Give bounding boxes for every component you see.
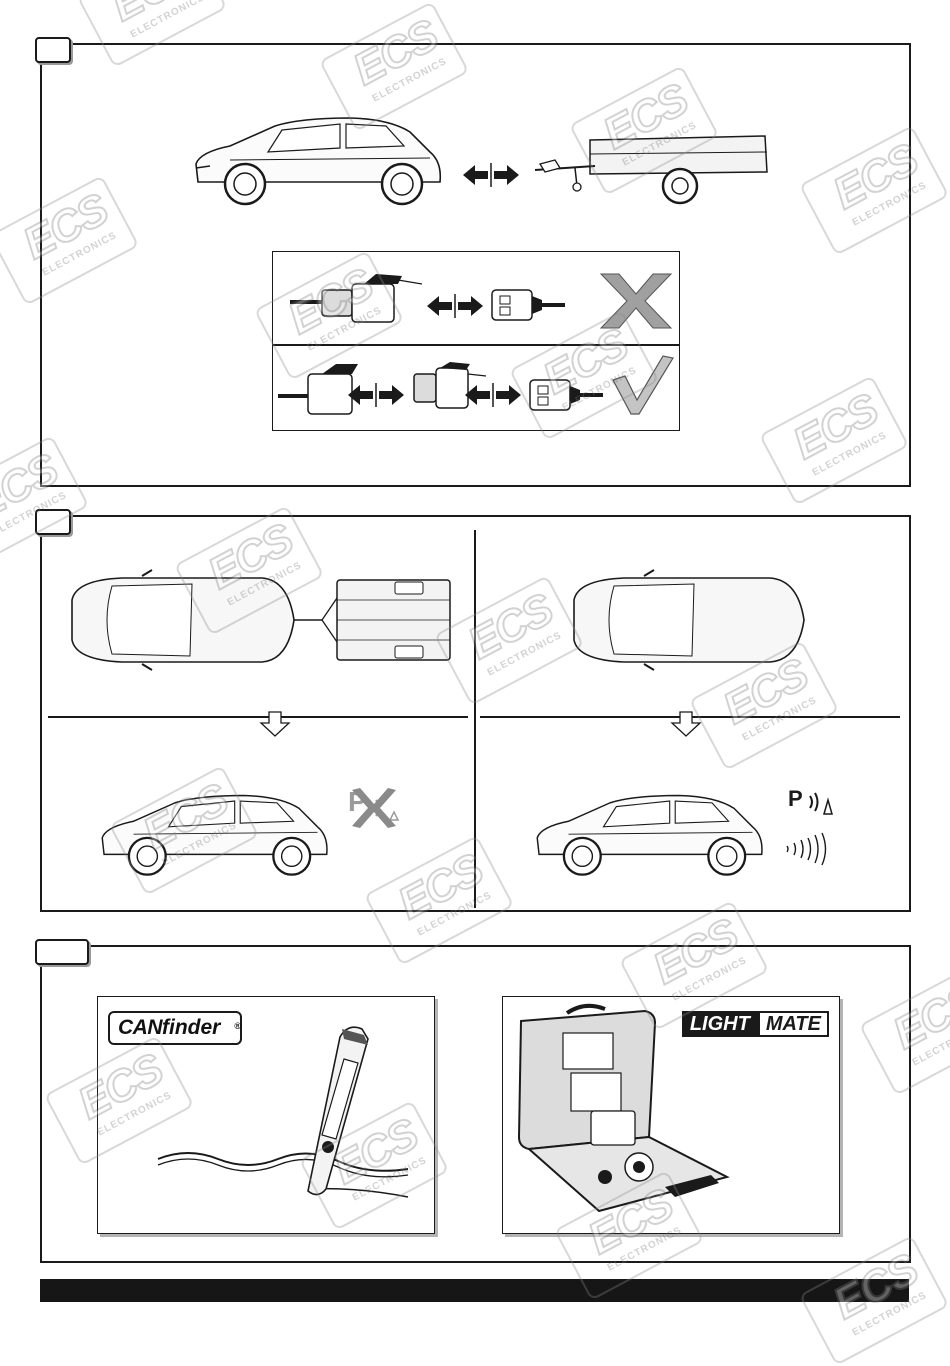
double-arrow-icon xyxy=(348,383,404,407)
socket-13pin-icon xyxy=(278,364,358,415)
double-arrow-icon xyxy=(463,163,519,187)
lightmate-case-illustration xyxy=(517,1003,730,1213)
watermark-brand: ECS xyxy=(102,0,204,32)
double-arrow-icon xyxy=(465,383,521,407)
step-2-tab xyxy=(35,509,71,535)
car-side-illustration xyxy=(101,794,328,876)
lightmate-product-box: LIGHT MATE xyxy=(502,996,840,1234)
down-arrow-icon xyxy=(670,711,702,737)
car-top-view-with-trailer xyxy=(71,569,451,671)
trailer-side-illustration xyxy=(534,135,768,205)
watermark-sub: ELECTRONICS xyxy=(910,1019,950,1069)
parking-sensor-active-icon: P xyxy=(788,786,838,818)
correct-check-icon xyxy=(612,355,674,415)
lightmate-logo-part2: MATE xyxy=(757,1011,829,1037)
watermark-sub: ELECTRONICS xyxy=(128,0,207,41)
canfinder-product-box: CANfinder ® xyxy=(97,996,435,1234)
car-side-illustration xyxy=(195,117,442,206)
double-arrow-icon xyxy=(427,294,483,318)
canfinder-logo: CANfinder ® xyxy=(108,1011,242,1045)
canfinder-logo-part1: CAN xyxy=(118,1016,163,1039)
wrong-cross-icon xyxy=(599,273,673,329)
parking-sensor-disabled-icon: P xyxy=(346,786,404,830)
plug-7pin-icon xyxy=(491,289,565,321)
step-1-tab xyxy=(35,37,71,63)
canfinder-device-illustration xyxy=(157,1026,409,1198)
socket-13pin-icon xyxy=(290,274,423,323)
car-top-view xyxy=(573,569,805,671)
footer-bar xyxy=(40,1279,909,1302)
lightmate-logo: LIGHT MATE xyxy=(681,1011,829,1037)
section-2-vertical-divider xyxy=(474,530,476,908)
registered-mark: ® xyxy=(234,1021,241,1031)
plug-comparison-divider xyxy=(272,344,680,346)
lightmate-logo-part1: LIGHT xyxy=(681,1011,758,1037)
section-2-left-hline xyxy=(48,716,468,718)
canfinder-logo-part2: finder xyxy=(162,1016,221,1039)
adapter-icon xyxy=(413,362,487,409)
parking-sensor-letter: P xyxy=(788,786,803,811)
car-side-illustration xyxy=(536,794,763,876)
sensor-signal-waves-icon xyxy=(786,832,827,866)
step-3-tab xyxy=(35,939,89,965)
plug-7pin-icon xyxy=(529,379,603,411)
cross-icon xyxy=(352,788,400,828)
sound-waves-icon xyxy=(809,792,833,815)
down-arrow-icon xyxy=(259,711,291,737)
